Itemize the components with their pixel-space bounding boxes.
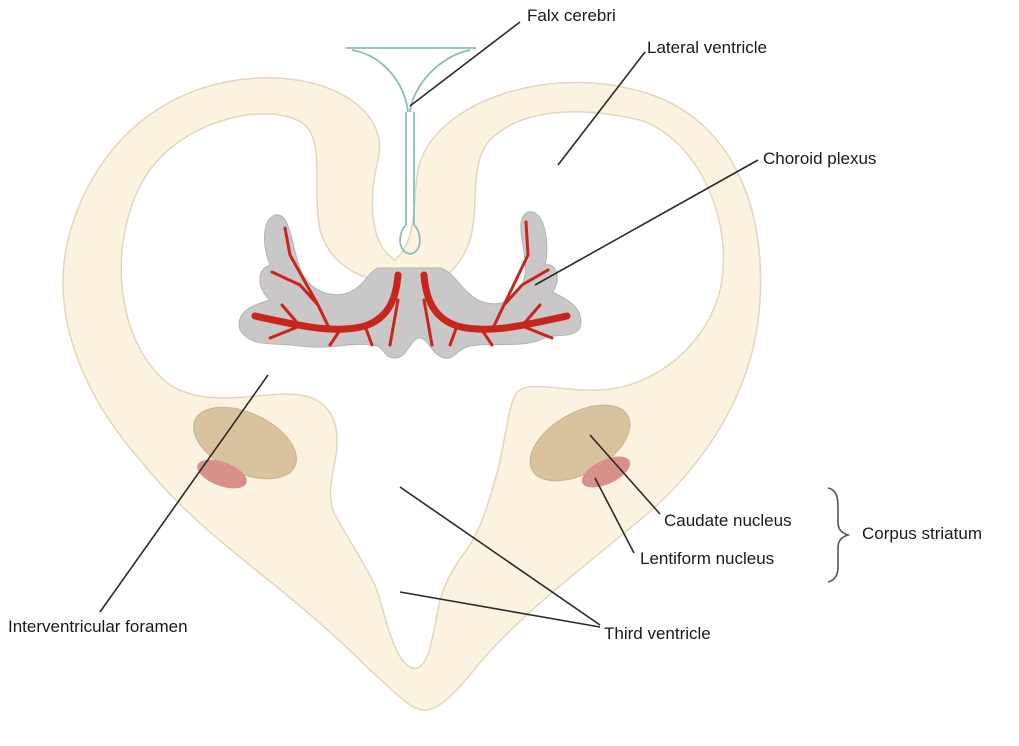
brain-tissue xyxy=(62,77,762,711)
choroid-vessels xyxy=(251,220,571,347)
label-third-ventricle: Third ventricle xyxy=(604,624,711,643)
label-lateral-ventricle: Lateral ventricle xyxy=(647,38,768,57)
lentiform-nucleus-shapes xyxy=(197,456,631,489)
corpus-striatum-brace xyxy=(827,487,851,583)
label-falx-cerebri: Falx cerebri xyxy=(527,6,616,25)
label-corpus-striatum: Corpus striatum xyxy=(862,524,982,543)
leader-lines xyxy=(99,21,759,628)
falx-cerebri xyxy=(346,47,476,255)
label-interventricular-foramen: Interventricular foramen xyxy=(8,617,188,636)
label-caudate-nucleus: Caudate nucleus xyxy=(664,511,792,530)
label-lentiform-nucleus: Lentiform nucleus xyxy=(640,549,775,568)
label-choroid-plexus: Choroid plexus xyxy=(763,149,877,168)
